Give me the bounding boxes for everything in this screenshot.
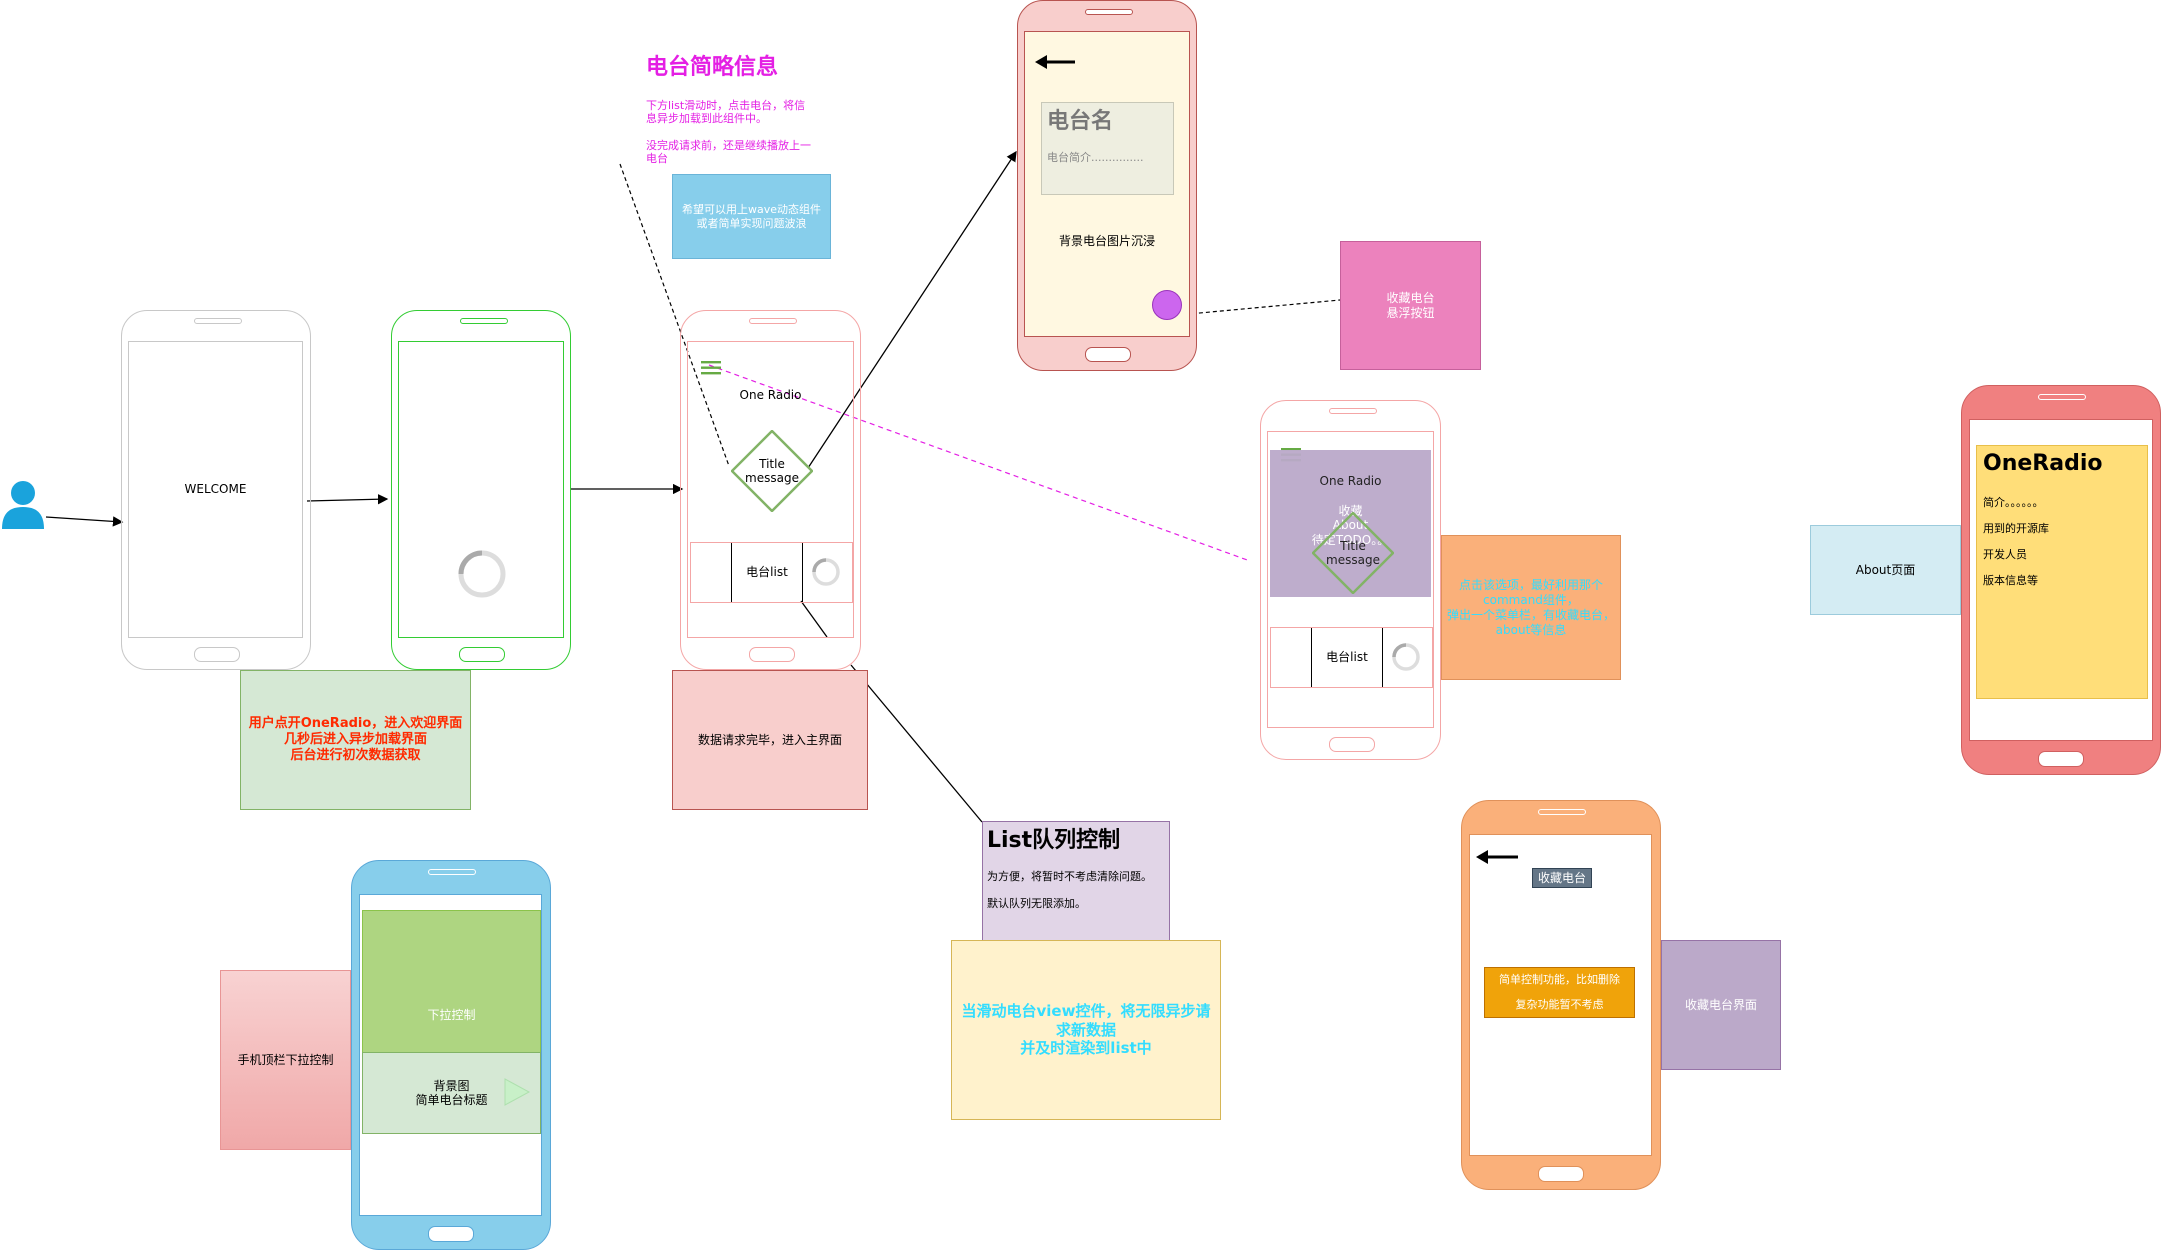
menu-note: 点击该选项，最好利用那个 command组件， 弹出一个菜单栏，有收藏电台， a… — [1441, 535, 1621, 680]
list-label: 电台list — [746, 565, 788, 579]
welcome-text: WELCOME — [184, 482, 247, 496]
diamond-text: Title message — [745, 457, 799, 486]
speaker-slot — [2038, 394, 2086, 400]
back-arrow-icon[interactable] — [1476, 847, 1518, 867]
favorites-phone: 收藏电台 简单控制功能，比如删除 复杂功能暂不考虑 — [1461, 800, 1661, 1190]
home-button[interactable] — [459, 647, 505, 662]
pulldown-phone: 下拉控制 背景图 简单电台标题 — [351, 860, 551, 1250]
favorites-note: 收藏电台界面 — [1661, 940, 1781, 1070]
station-diamond[interactable]: Title message — [730, 429, 814, 513]
about-title: OneRadio — [1983, 451, 2103, 476]
scroll-note: 当滑动电台view控件，将无限异步请 求新数据 并及时渲染到list中 — [951, 940, 1221, 1120]
station-info-title: 电台简略信息 — [646, 55, 779, 80]
main-screen: One Radio Title message 电台list — [687, 341, 854, 638]
detail-phone: 电台名 电台简介............... 背景电台图片沉浸 — [1017, 0, 1197, 371]
speaker-slot — [1329, 408, 1377, 414]
speaker-slot — [460, 318, 508, 324]
detail-screen: 电台名 电台简介............... 背景电台图片沉浸 — [1024, 31, 1190, 337]
home-button[interactable] — [1085, 347, 1131, 362]
loading-phone — [391, 310, 571, 670]
background-text: 背景电台图片沉浸 — [1058, 234, 1155, 248]
play-icon[interactable] — [503, 1077, 531, 1107]
about-note: About页面 — [1810, 525, 1961, 615]
favorites-hint: 简单控制功能，比如删除 复杂功能暂不考虑 — [1484, 967, 1635, 1018]
welcome-screen: WELCOME — [128, 341, 303, 638]
list-left-divider — [1311, 628, 1312, 687]
favorite-float-button[interactable] — [1152, 290, 1182, 320]
speaker-slot — [749, 318, 797, 324]
menu-overlay — [1270, 450, 1431, 597]
home-button[interactable] — [1538, 1166, 1584, 1182]
home-button[interactable] — [749, 647, 795, 662]
station-list-bar[interactable]: 电台list — [690, 542, 853, 603]
speaker-slot — [194, 318, 242, 324]
list-to-queue-line — [850, 664, 983, 823]
speaker-slot — [1538, 809, 1586, 815]
pulldown-control-panel[interactable]: 下拉控制 — [362, 910, 541, 1054]
loading-screen — [398, 341, 564, 638]
user-to-welcome-arrow — [45, 516, 124, 527]
wave-note: 希望可以用上wave动态组件 或者简单实现问题波浪 — [672, 174, 831, 259]
menu-screen: One Radio 收藏 About 待定TODO。。 Title messag… — [1267, 431, 1434, 728]
about-item-4: 版本信息等 — [1983, 574, 2038, 587]
pulldown-note: 手机顶栏下拉控制 — [220, 970, 351, 1150]
user-icon — [0, 479, 46, 529]
pulldown-control-label: 下拉控制 — [427, 1008, 476, 1022]
about-panel: OneRadio 简介。。。。。。 用到的开源库 开发人员 版本信息等 — [1976, 445, 2148, 699]
queue-card: List队列控制 为方便，将暂时不考虑清除问题。 默认队列无限添加。 — [982, 821, 1170, 941]
speaker-slot — [428, 869, 476, 875]
spinner-icon — [811, 557, 841, 587]
list-right-divider — [802, 543, 803, 602]
list-right-divider — [1382, 628, 1383, 687]
about-phone: OneRadio 简介。。。。。。 用到的开源库 开发人员 版本信息等 — [1961, 385, 2161, 775]
fav-dashed-line — [1177, 299, 1341, 316]
station-diamond[interactable]: Title message — [1311, 511, 1395, 595]
menu-title: One Radio — [1319, 474, 1382, 488]
station-info-desc2: 没完成请求前，还是继续播放上一 电台 — [646, 139, 811, 166]
main-title: One Radio — [739, 388, 802, 402]
favorites-header: 收藏电台 — [1532, 868, 1592, 888]
station-name: 电台名 — [1047, 109, 1114, 134]
spinner-icon — [1391, 642, 1421, 672]
station-card: 电台名 电台简介............... — [1041, 102, 1174, 195]
menu-icon[interactable] — [701, 360, 721, 375]
pulldown-screen: 下拉控制 背景图 简单电台标题 — [359, 894, 542, 1216]
queue-title: List队列控制 — [987, 828, 1121, 853]
list-label: 电台list — [1326, 650, 1368, 664]
back-arrow-icon[interactable] — [1035, 52, 1075, 72]
favorites-screen: 收藏电台 简单控制功能，比如删除 复杂功能暂不考虑 — [1469, 834, 1652, 1156]
welcome-note: 用户点开OneRadio，进入欢迎界面 几秒后进入异步加载界面 后台进行初次数据… — [240, 670, 471, 810]
station-intro: 电台简介............... — [1047, 151, 1144, 164]
home-button[interactable] — [1329, 737, 1375, 752]
diamond-text: Title message — [1326, 539, 1380, 568]
main-phone: One Radio Title message 电台list — [680, 310, 861, 670]
welcome-to-loading-arrow — [306, 494, 389, 505]
station-list-bar[interactable]: 电台list — [1270, 627, 1433, 688]
queue-line2: 默认队列无限添加。 — [987, 897, 1086, 910]
queue-line1: 为方便，将暂时不考虑清除问题。 — [987, 870, 1152, 883]
home-button[interactable] — [194, 647, 240, 662]
station-info-desc1: 下方list滑动时，点击电台，将信 息异步加载到此组件中。 — [646, 99, 806, 126]
pulldown-bg-label: 背景图 简单电台标题 — [415, 1079, 488, 1108]
spinner-icon — [458, 550, 506, 598]
menu-phone: One Radio 收藏 About 待定TODO。。 Title messag… — [1260, 400, 1441, 760]
about-item-1: 简介。。。。。。 — [1983, 496, 2044, 509]
about-item-3: 开发人员 — [1983, 548, 2027, 561]
welcome-phone: WELCOME — [121, 310, 311, 670]
home-button[interactable] — [2038, 751, 2084, 767]
home-button[interactable] — [428, 1226, 474, 1242]
fav-float-note: 收藏电台 悬浮按钮 — [1340, 241, 1481, 370]
main-note: 数据请求完毕，进入主界面 — [672, 670, 868, 810]
speaker-slot — [1085, 9, 1133, 15]
about-item-2: 用到的开源库 — [1983, 522, 2049, 535]
about-screen: OneRadio 简介。。。。。。 用到的开源库 开发人员 版本信息等 — [1969, 419, 2153, 741]
list-left-divider — [731, 543, 732, 602]
pulldown-bg-panel: 背景图 简单电台标题 — [362, 1052, 541, 1134]
